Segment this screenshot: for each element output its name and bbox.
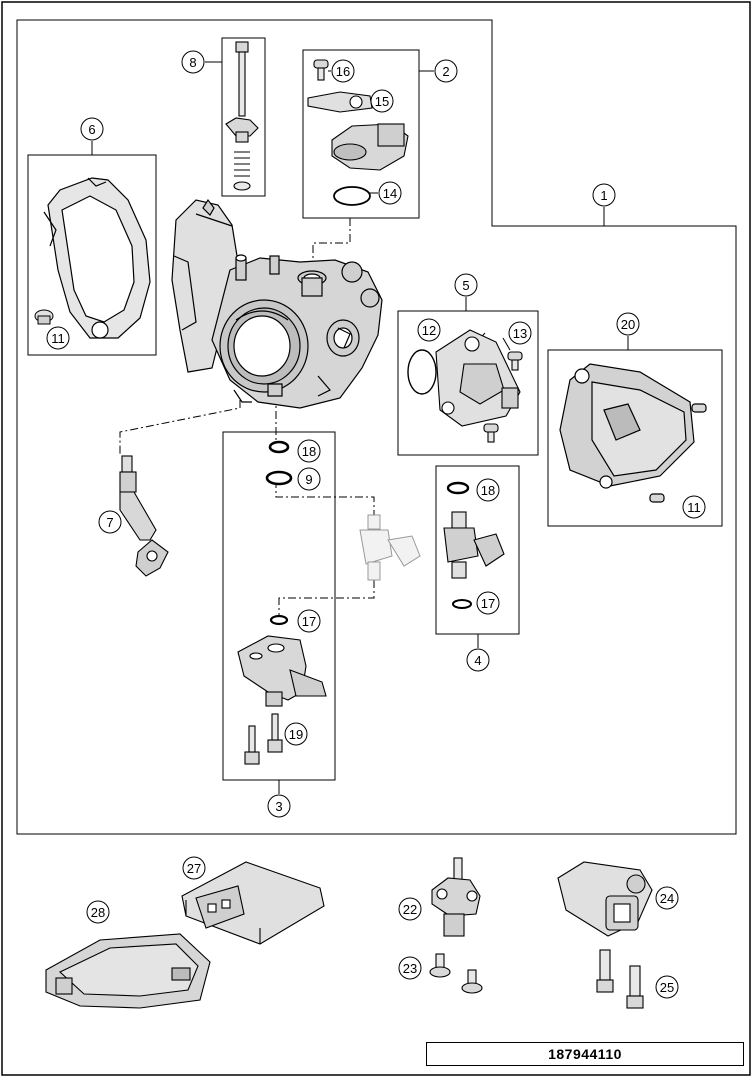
callout-19: 19	[284, 722, 308, 746]
sensor-group-2-drawing	[307, 59, 409, 206]
callout-12: 12	[417, 318, 441, 342]
svg-text:25: 25	[660, 980, 674, 995]
svg-text:16: 16	[336, 64, 350, 79]
svg-text:2: 2	[442, 64, 449, 79]
callout-20: 20	[616, 312, 640, 336]
part-number: 187944110	[548, 1046, 622, 1062]
callout-18b: 18	[476, 478, 500, 502]
svg-text:1: 1	[600, 188, 607, 203]
svg-text:11: 11	[51, 331, 65, 346]
callout-1: 1	[592, 183, 616, 207]
callout-6: 6	[80, 117, 104, 141]
callout-17b: 17	[476, 591, 500, 615]
svg-text:14: 14	[383, 186, 397, 201]
throttle-body-drawing	[171, 198, 383, 409]
svg-text:5: 5	[462, 278, 469, 293]
svg-text:28: 28	[91, 905, 105, 920]
callout-24: 24	[655, 886, 679, 910]
svg-text:8: 8	[189, 55, 196, 70]
bolt-pair-drawing	[596, 949, 644, 1009]
svg-text:13: 13	[513, 326, 527, 341]
bolt-drawing	[34, 309, 54, 325]
callout-14: 14	[378, 181, 402, 205]
callout-2: 2	[434, 59, 458, 83]
screw-pair-drawing	[429, 953, 483, 994]
oxygen-sensor-drawing	[119, 455, 169, 577]
callout-23: 23	[398, 956, 422, 980]
callout-9: 9	[297, 467, 321, 491]
pressure-sensor-drawing	[431, 857, 481, 937]
callout-11b: 11	[682, 495, 706, 519]
callout-13: 13	[508, 321, 532, 345]
sensor-cover-20-drawing	[559, 363, 707, 503]
callout-5: 5	[454, 273, 478, 297]
svg-text:22: 22	[403, 902, 417, 917]
callout-28: 28	[86, 900, 110, 924]
svg-text:15: 15	[375, 94, 389, 109]
svg-text:4: 4	[474, 653, 481, 668]
injector-holder-group-drawing	[237, 440, 327, 765]
svg-text:23: 23	[403, 961, 417, 976]
injector-group-drawing	[443, 481, 505, 609]
callout-16: 16	[331, 59, 355, 83]
svg-text:20: 20	[621, 317, 635, 332]
svg-text:19: 19	[289, 727, 303, 742]
svg-text:24: 24	[660, 891, 674, 906]
svg-text:18: 18	[481, 483, 495, 498]
svg-text:6: 6	[88, 122, 95, 137]
group-box-20	[547, 349, 723, 527]
callout-11a: 11	[46, 326, 70, 350]
adjusting-screw-drawing	[225, 41, 259, 191]
svg-text:18: 18	[302, 444, 316, 459]
svg-text:11: 11	[687, 500, 701, 515]
callout-22: 22	[398, 897, 422, 921]
group-box-8	[221, 37, 266, 197]
svg-text:3: 3	[275, 799, 282, 814]
svg-text:9: 9	[305, 472, 312, 487]
svg-text:12: 12	[422, 323, 436, 338]
callout-4: 4	[466, 648, 490, 672]
main-assembly-boundary	[16, 19, 737, 835]
injector-ghost-drawing	[359, 514, 421, 581]
callout-8: 8	[181, 50, 205, 74]
cover-gasket-drawing	[43, 177, 151, 339]
svg-text:27: 27	[187, 861, 201, 876]
callout-3: 3	[267, 794, 291, 818]
svg-text:7: 7	[106, 515, 113, 530]
group-box-2	[302, 49, 420, 219]
callout-18a: 18	[297, 439, 321, 463]
callout-25: 25	[655, 975, 679, 999]
control-unit-drawing	[181, 861, 325, 945]
callout-7: 7	[98, 510, 122, 534]
callout-17a: 17	[297, 609, 321, 633]
svg-text:17: 17	[302, 614, 316, 629]
part-number-box: 187944110	[426, 1042, 744, 1066]
svg-text:17: 17	[481, 596, 495, 611]
control-unit-2-drawing	[45, 933, 211, 1009]
callout-15: 15	[370, 89, 394, 113]
callouts: 1 2 3 4 5 6 7 8 9 11 11 12 13 14 15 16 1…	[46, 50, 706, 999]
connector-24-drawing	[557, 861, 653, 937]
group-box-5	[397, 310, 539, 456]
callout-27: 27	[182, 856, 206, 880]
sensor-group-5-drawing	[407, 329, 523, 443]
